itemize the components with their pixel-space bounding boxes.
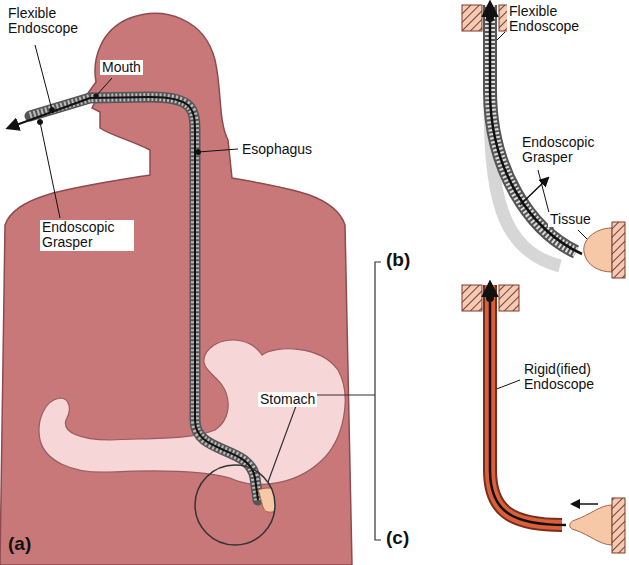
drawing-part: [462, 5, 482, 31]
drawing-part: [572, 503, 598, 505]
drawing-part: [612, 498, 625, 553]
panel-letter: (c): [384, 528, 411, 549]
panel-letter: (b): [384, 250, 412, 271]
drawing-part: [375, 262, 381, 540]
drawing-part: [90, 97, 258, 500]
drawing-part: [490, 285, 562, 525]
part-label: Mouth: [100, 60, 143, 75]
panel-c: [462, 283, 625, 553]
panel-letter: (a): [8, 534, 31, 555]
drawing-part: [38, 120, 43, 125]
drawing-part: [96, 78, 112, 96]
drawing-part: [268, 395, 375, 482]
part-label: Endoscopic Grasper: [520, 135, 608, 166]
drawing-part: [612, 222, 625, 278]
part-label: Flexible Endoscope: [507, 4, 595, 35]
endoscope-in-body: [8, 97, 258, 500]
drawing-part: [258, 488, 281, 512]
drawing-part: [570, 505, 612, 545]
part-label: Esophagus: [240, 142, 314, 157]
drawing-part: [490, 285, 562, 525]
drawing-part: [196, 150, 201, 155]
drawing-part: [195, 465, 275, 545]
drawing-part: [30, 97, 258, 500]
part-label: Tissue: [548, 212, 593, 227]
drawing-part: [40, 122, 60, 218]
drawing-part: [486, 294, 494, 302]
drawing-part: [520, 178, 548, 205]
part-label: Stomach: [258, 392, 317, 407]
drawing-part: [198, 149, 238, 152]
panel-b: [462, 3, 625, 278]
drawing-part: [94, 94, 98, 98]
part-label: Endoscopic Grasper: [40, 220, 134, 251]
drawing-part: [8, 98, 90, 128]
drawing-part: [494, 380, 520, 390]
part-label: Rigid(ified) Endoscope: [522, 362, 622, 393]
drawing-part: [35, 45, 52, 110]
magnifier-circle: [195, 262, 381, 545]
drawing-part: [584, 228, 612, 272]
drawing-part: [490, 298, 566, 525]
drawing-part: [462, 285, 482, 311]
drawing-part: [30, 97, 258, 500]
drawing-part: [50, 108, 55, 113]
body-silhouette: [0, 13, 352, 565]
part-label: Flexible Endoscope: [6, 6, 90, 37]
drawing-part: [486, 14, 494, 22]
drawing-part: [0, 13, 352, 565]
drawing-part: [499, 285, 519, 311]
